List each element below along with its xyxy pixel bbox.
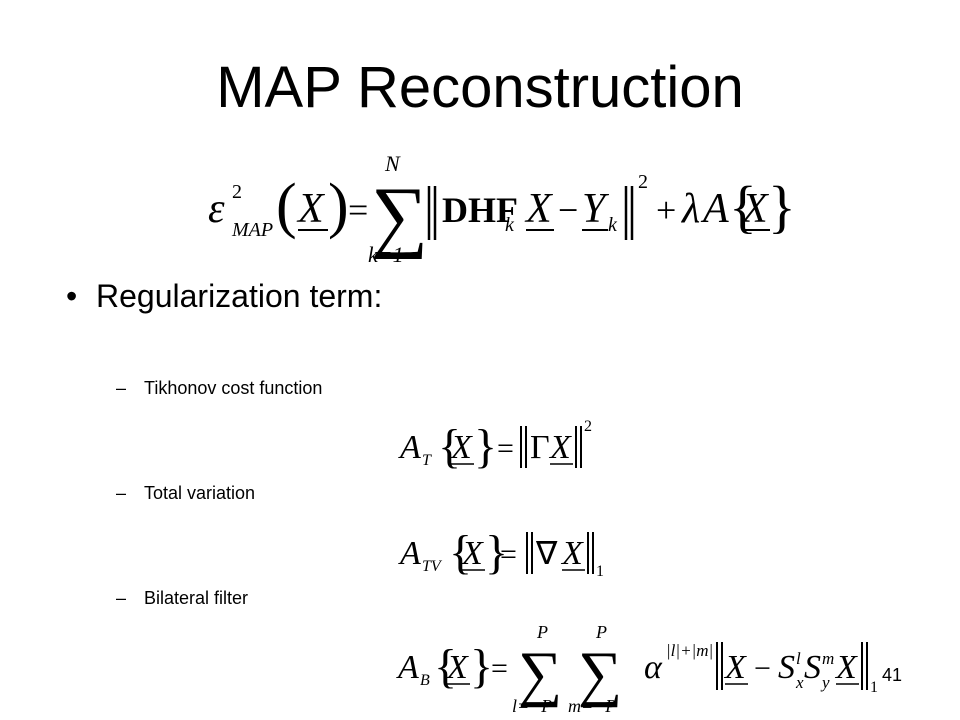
formula-sum-upper: N	[384, 151, 401, 176]
tv-norm-subscript: 1	[596, 563, 604, 580]
bilateral-norm-subscript: 1	[870, 679, 878, 696]
tv-right-brace: }	[485, 526, 508, 579]
tikhonov-equals: =	[497, 432, 514, 465]
bilateral-a-subscript: B	[420, 672, 430, 689]
bilateral-s-y-superscript: m	[822, 649, 834, 668]
formula-left-brace: {	[729, 174, 757, 239]
formula-operator: DHF	[442, 190, 518, 230]
formula-y-subscript: k	[608, 214, 618, 236]
bilateral-sum2-symbol: ∑	[578, 640, 622, 708]
tv-x-2: X	[560, 535, 584, 572]
formula-epsilon-subscript: MAP	[231, 219, 273, 241]
bilateral-formula: A B { X } = P ∑ l=−P P ∑ m=−P α |l|+|m| …	[396, 622, 878, 716]
bilateral-sum2-upper: P	[595, 622, 607, 642]
slide-title: MAP Reconstruction	[216, 55, 744, 120]
tv-a: A	[398, 535, 421, 572]
formula-y-term: Y	[582, 186, 610, 232]
formula-left-paren: (	[276, 172, 297, 240]
formula-plus: +	[656, 190, 676, 230]
bilateral-s-y-subscript: y	[820, 673, 830, 692]
tikhonov-formula: A T { X } = Γ X 2	[398, 418, 592, 473]
bilateral-sum1-upper: P	[536, 622, 548, 642]
formula-x-term: X	[296, 186, 326, 232]
map-cost-formula: ε 2 MAP ( X ) = N ∑ k=1 DHF k X − Y k 2 …	[208, 151, 796, 267]
bilateral-alpha: α	[644, 649, 663, 686]
formula-x-term-3: X	[740, 186, 770, 232]
sub-item-tikhonov: –Tikhonov cost function	[116, 377, 322, 399]
tikhonov-x: X	[449, 429, 473, 466]
bilateral-sum1-symbol: ∑	[518, 640, 562, 708]
page-number: 41	[882, 665, 903, 685]
formula-operator-subscript: k	[505, 214, 515, 236]
formula-epsilon: ε	[208, 186, 225, 232]
tikhonov-a-subscript: T	[422, 452, 432, 469]
bilateral-a: A	[396, 649, 419, 686]
formula-equals: =	[348, 190, 368, 230]
bullet-regularization: • Regularization term:	[66, 276, 382, 316]
dash-marker: –	[116, 588, 127, 608]
bilateral-s-y: S	[804, 649, 821, 686]
formula-right-paren: )	[328, 172, 349, 240]
formula-right-brace: }	[768, 174, 796, 239]
tikhonov-power: 2	[584, 418, 592, 435]
tikhonov-left-brace: {	[438, 420, 461, 473]
tv-a-subscript: TV	[422, 558, 443, 575]
bilateral-equals: =	[491, 652, 508, 685]
bilateral-s-x: S	[778, 649, 795, 686]
tikhonov-gamma: Γ	[530, 429, 550, 466]
formula-sum-lower: k=1	[368, 242, 404, 267]
sub-item-bilateral: –Bilateral filter	[116, 587, 248, 609]
tikhonov-x-2: X	[548, 429, 572, 466]
formula-x-term-2: X	[524, 186, 554, 232]
formula-a-term: A	[700, 186, 729, 232]
bilateral-right-brace: }	[470, 640, 493, 693]
formula-minus: −	[558, 190, 578, 230]
sub-item-label: Tikhonov cost function	[144, 378, 323, 398]
bilateral-minus: −	[754, 652, 771, 685]
total-variation-formula: A TV { X } = ∇ X 1	[398, 526, 604, 580]
bilateral-s-x-superscript: l	[796, 649, 801, 668]
bilateral-x-2: X	[723, 649, 747, 686]
bilateral-sum2-lower: m=−P	[568, 696, 616, 716]
tv-left-brace: {	[449, 526, 472, 579]
bilateral-x: X	[445, 649, 469, 686]
bullet-text: Regularization term:	[96, 278, 383, 314]
sub-item-total-variation: –Total variation	[116, 482, 255, 504]
tv-x: X	[460, 535, 484, 572]
tikhonov-right-brace: }	[474, 420, 497, 473]
formula-epsilon-superscript: 2	[232, 181, 242, 203]
bilateral-alpha-exponent: |l|+|m|	[666, 641, 713, 660]
bullet-marker: •	[66, 278, 78, 314]
tikhonov-a: A	[398, 429, 421, 466]
tv-nabla: ∇	[535, 535, 558, 571]
tv-equals: =	[500, 538, 517, 571]
dash-marker: –	[116, 483, 127, 503]
sub-item-label: Total variation	[144, 483, 256, 503]
formula-lambda: λ	[680, 186, 700, 232]
bilateral-x-3: X	[834, 649, 858, 686]
formula-sum-symbol: ∑	[371, 172, 428, 260]
dash-marker: –	[116, 378, 127, 398]
bilateral-s-x-subscript: x	[795, 673, 804, 692]
bilateral-left-brace: {	[434, 640, 457, 693]
sub-item-label: Bilateral filter	[144, 588, 249, 608]
bilateral-sum1-lower: l=−P	[512, 696, 552, 716]
formula-norm-power: 2	[638, 171, 648, 193]
